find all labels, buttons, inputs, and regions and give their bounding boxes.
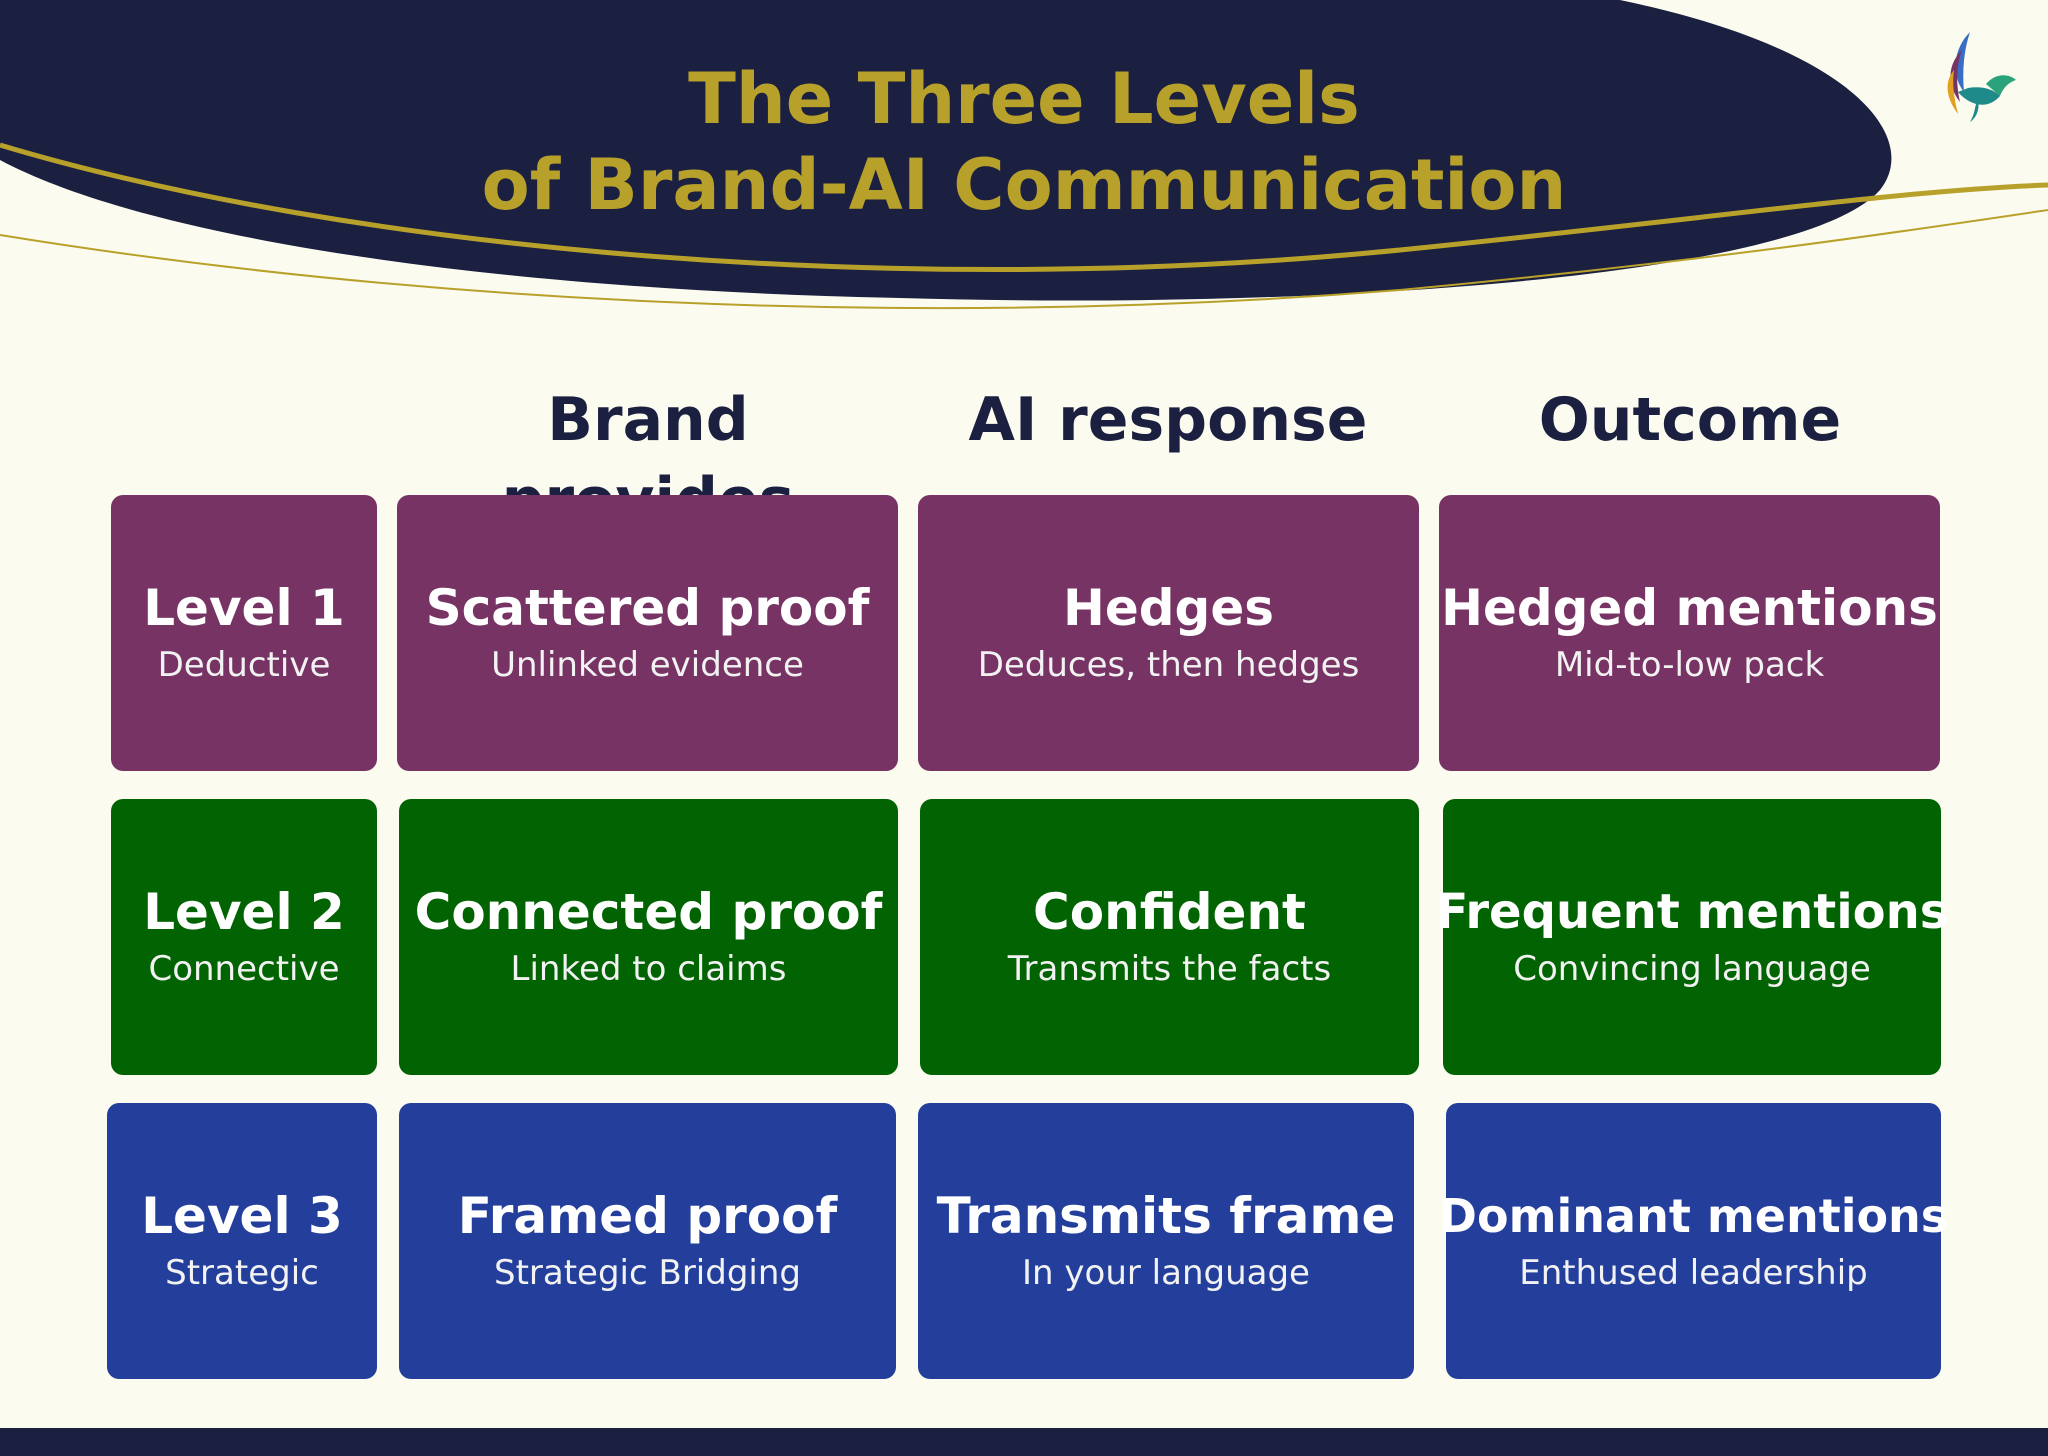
level-2-card: Level 2 Connective [111, 799, 377, 1075]
level-2-brand-subtitle: Linked to claims [510, 949, 787, 989]
level-3-title: Level 3 [141, 1187, 343, 1245]
level-3-outcome-card: Dominant mentions Enthused leadership [1439, 1103, 1948, 1379]
level-1-outcome-title: Hedged mentions [1441, 579, 1938, 637]
level-3-brand-title: Framed proof [457, 1187, 838, 1245]
level-2-outcome-title: Frequent mentions [1435, 884, 1949, 940]
level-1-brand-title: Scattered proof [425, 579, 870, 637]
level-3-ai-subtitle: In your language [1022, 1253, 1310, 1293]
column-header-outcome: Outcome [1538, 385, 1842, 455]
header-swoosh [0, 0, 2048, 310]
level-1-ai-title: Hedges [1062, 579, 1274, 637]
level-1-brand-card: Scattered proof Unlinked evidence [397, 495, 898, 771]
level-2-subtitle: Connective [148, 949, 340, 989]
level-2-outcome-card: Frequent mentions Convincing language [1436, 799, 1948, 1075]
level-3-card: Level 3 Strategic [107, 1103, 377, 1379]
hummingbird-logo-icon [1947, 32, 2016, 122]
column-header-ai-response: AI response [968, 385, 1368, 455]
level-2-brand-card: Connected proof Linked to claims [399, 799, 898, 1075]
level-3-outcome-title: Dominant mentions [1438, 1189, 1949, 1243]
level-1-outcome-subtitle: Mid-to-low pack [1554, 645, 1825, 685]
footer-bar [0, 1428, 2048, 1456]
level-3-brand-subtitle: Strategic Bridging [494, 1253, 801, 1293]
level-2-ai-subtitle: Transmits the facts [1007, 949, 1332, 989]
title-line-1: The Three Levels [688, 58, 1360, 140]
level-3-brand-card: Framed proof Strategic Bridging [399, 1103, 896, 1379]
level-1-ai-subtitle: Deduces, then hedges [977, 645, 1360, 685]
level-3-ai-title: Transmits frame [936, 1187, 1396, 1245]
level-2-outcome-subtitle: Convincing language [1513, 949, 1871, 989]
level-1-title: Level 1 [143, 579, 345, 637]
page-title: The Three Levels of Brand-AI Communicati… [0, 56, 2048, 228]
level-1-ai-card: Hedges Deduces, then hedges [918, 495, 1419, 771]
title-line-2: of Brand-AI Communication [481, 144, 1567, 226]
level-1-subtitle: Deductive [157, 645, 331, 685]
level-2-brand-title: Connected proof [414, 883, 883, 941]
level-3-subtitle: Strategic [165, 1253, 319, 1293]
column-header-brand-provides: Brand provides [502, 385, 795, 535]
level-2-ai-title: Confident [1033, 883, 1306, 941]
level-2-title: Level 2 [143, 883, 345, 941]
level-1-card: Level 1 Deductive [111, 495, 377, 771]
level-3-outcome-subtitle: Enthused leadership [1519, 1253, 1868, 1293]
level-1-outcome-card: Hedged mentions Mid-to-low pack [1439, 495, 1940, 771]
level-3-ai-card: Transmits frame In your language [918, 1103, 1414, 1379]
level-2-ai-card: Confident Transmits the facts [920, 799, 1419, 1075]
level-1-brand-subtitle: Unlinked evidence [491, 645, 804, 685]
